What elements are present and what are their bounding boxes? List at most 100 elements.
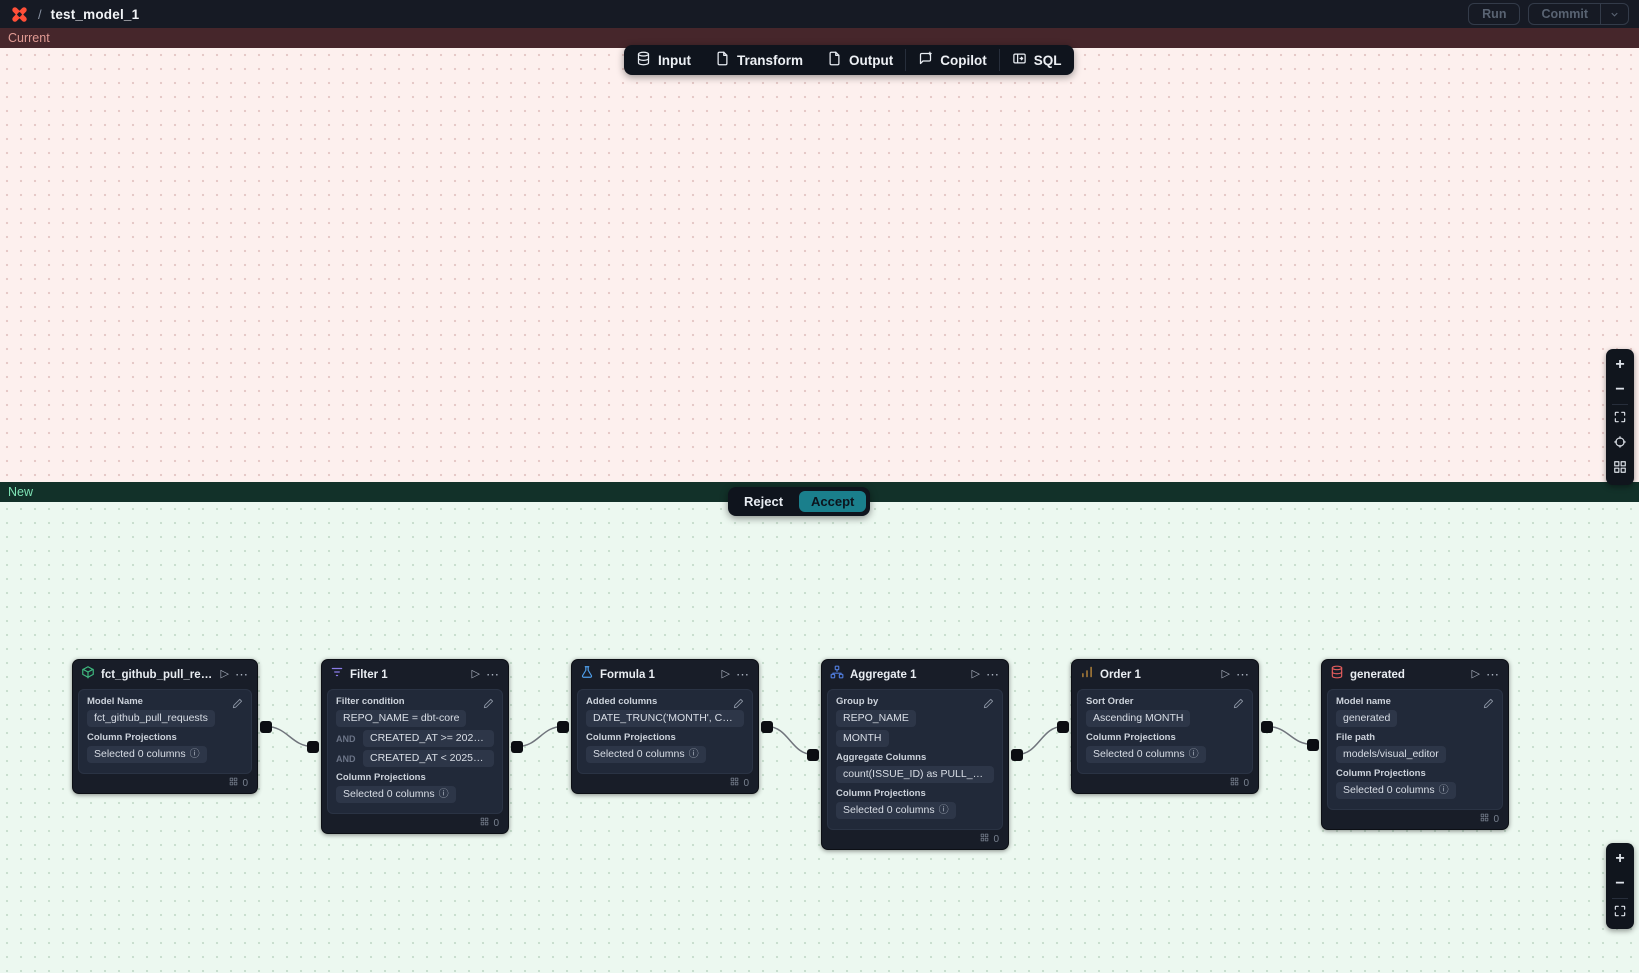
row-count: 0	[1243, 778, 1249, 789]
zoom-out-button[interactable]: −	[1606, 871, 1634, 896]
current-canvas[interactable]	[0, 48, 1639, 482]
value-chip[interactable]: MONTH	[836, 730, 889, 747]
zoom-in-button[interactable]: +	[1606, 846, 1634, 871]
edit-pencil-icon[interactable]	[1233, 696, 1244, 714]
value-chip[interactable]: Selected 0 columnsⓘ	[836, 802, 956, 819]
input-handle[interactable]	[1307, 739, 1319, 751]
order-icon	[1080, 665, 1094, 684]
chip-row: Ascending MONTH	[1086, 710, 1244, 727]
value-chip[interactable]: models/visual_editor	[1336, 746, 1446, 763]
node-menu-icon[interactable]: ⋯	[736, 668, 750, 681]
commit-split-button: Commit	[1528, 3, 1629, 25]
input-handle[interactable]	[307, 741, 319, 753]
info-icon[interactable]: ⓘ	[190, 749, 200, 760]
topbar-actions: Run Commit	[1468, 3, 1629, 25]
condition-operator-label: AND	[336, 754, 358, 764]
chip-row: MONTH	[836, 730, 994, 747]
value-chip[interactable]: Selected 0 columnsⓘ	[1336, 782, 1456, 799]
chip-row: REPO_NAME = dbt-core	[336, 710, 494, 727]
value-chip[interactable]: Ascending MONTH	[1086, 710, 1190, 727]
value-chip[interactable]: DATE_TRUNC('MONTH', CREATED_AT…	[586, 710, 744, 727]
value-chip[interactable]: REPO_NAME = dbt-core	[336, 710, 466, 727]
node-menu-icon[interactable]: ⋯	[486, 668, 500, 681]
input-handle[interactable]	[807, 749, 819, 761]
value-chip[interactable]: Selected 0 columnsⓘ	[586, 746, 706, 763]
fit-view-button[interactable]	[1606, 407, 1634, 432]
value-chip[interactable]: Selected 0 columnsⓘ	[1086, 746, 1206, 763]
node-card-order-1[interactable]: Order 1▷⋯Sort OrderAscending MONTHColumn…	[1071, 659, 1259, 794]
fit-view-icon	[1613, 904, 1627, 923]
node-run-icon[interactable]: ▷	[472, 669, 480, 680]
toolbar-item-output[interactable]: Output	[815, 45, 905, 75]
chip-row: generated	[1336, 710, 1494, 727]
info-icon[interactable]: ⓘ	[1439, 785, 1449, 796]
node-menu-icon[interactable]: ⋯	[1236, 668, 1250, 681]
model-icon	[81, 665, 95, 684]
node-run-icon[interactable]: ▷	[1472, 669, 1480, 680]
output-handle[interactable]	[260, 721, 272, 733]
node-body: Filter conditionREPO_NAME = dbt-coreANDC…	[327, 689, 503, 814]
value-chip[interactable]: count(ISSUE_ID) as PULL_REQUEST_…	[836, 766, 994, 783]
tile-view-button[interactable]	[1606, 457, 1634, 482]
edit-pencil-icon[interactable]	[483, 696, 494, 714]
center-view-button[interactable]	[1606, 432, 1634, 457]
edit-pencil-icon[interactable]	[733, 696, 744, 714]
accept-button[interactable]: Accept	[799, 491, 866, 512]
section-label: Sort Order	[1086, 696, 1244, 708]
node-run-icon[interactable]: ▷	[972, 669, 980, 680]
dbt-logo-icon[interactable]	[10, 5, 29, 24]
node-menu-icon[interactable]: ⋯	[235, 668, 249, 681]
chip-row: REPO_NAME	[836, 710, 994, 727]
node-run-icon[interactable]: ▷	[1222, 669, 1230, 680]
toolbar-item-label: Input	[658, 53, 691, 68]
controls-separator	[1612, 404, 1628, 405]
toolbar-item-sql[interactable]: SQL	[1000, 45, 1074, 75]
node-menu-icon[interactable]: ⋯	[986, 668, 1000, 681]
row-count: 0	[493, 818, 499, 829]
value-chip[interactable]: Selected 0 columnsⓘ	[87, 746, 207, 763]
toolbar-item-input[interactable]: Input	[624, 45, 703, 75]
output-handle[interactable]	[511, 741, 523, 753]
value-chip[interactable]: CREATED_AT < 2025-03-01	[363, 750, 494, 767]
table-grid-icon	[1480, 813, 1489, 825]
zoom-in-button[interactable]: +	[1606, 352, 1634, 377]
node-run-icon[interactable]: ▷	[221, 669, 229, 680]
value-chip[interactable]: Selected 0 columnsⓘ	[336, 786, 456, 803]
node-run-icon[interactable]: ▷	[722, 669, 730, 680]
chip-row: models/visual_editor	[1336, 746, 1494, 763]
commit-button[interactable]: Commit	[1529, 4, 1600, 24]
node-menu-icon[interactable]: ⋯	[1486, 668, 1500, 681]
node-card-generated[interactable]: generated▷⋯Model namegeneratedFile pathm…	[1321, 659, 1509, 830]
run-button[interactable]: Run	[1468, 3, 1520, 25]
commit-dropdown-button[interactable]	[1601, 4, 1628, 24]
edit-pencil-icon[interactable]	[232, 696, 243, 714]
reject-button[interactable]: Reject	[732, 491, 795, 512]
sql-panel-icon	[1012, 51, 1027, 69]
node-card-formula-1[interactable]: Formula 1▷⋯Added columnsDATE_TRUNC('MONT…	[571, 659, 759, 794]
value-chip[interactable]: generated	[1336, 710, 1397, 727]
section-label: Model Name	[87, 696, 243, 708]
current-banner-label: Current	[8, 31, 50, 45]
value-chip[interactable]: fct_github_pull_requests	[87, 710, 215, 727]
input-handle[interactable]	[557, 721, 569, 733]
node-card-fct_github_pull_requests[interactable]: fct_github_pull_requests▷⋯Model Namefct_…	[72, 659, 258, 794]
output-handle[interactable]	[1011, 749, 1023, 761]
edit-pencil-icon[interactable]	[983, 696, 994, 714]
edit-pencil-icon[interactable]	[1483, 696, 1494, 714]
zoom-out-button[interactable]: −	[1606, 377, 1634, 402]
node-card-aggregate-1[interactable]: Aggregate 1▷⋯Group byREPO_NAMEMONTHAggre…	[821, 659, 1009, 850]
input-handle[interactable]	[1057, 721, 1069, 733]
node-card-filter-1[interactable]: Filter 1▷⋯Filter conditionREPO_NAME = db…	[321, 659, 509, 834]
info-icon[interactable]: ⓘ	[689, 749, 699, 760]
info-icon[interactable]: ⓘ	[439, 789, 449, 800]
info-icon[interactable]: ⓘ	[939, 805, 949, 816]
toolbar-item-transform[interactable]: Transform	[703, 45, 815, 75]
output-handle[interactable]	[761, 721, 773, 733]
output-handle[interactable]	[1261, 721, 1273, 733]
fit-view-button[interactable]	[1606, 901, 1634, 926]
info-icon[interactable]: ⓘ	[1189, 749, 1199, 760]
value-chip[interactable]: CREATED_AT >= 2024-12-01	[363, 730, 494, 747]
toolbar-item-copilot[interactable]: Copilot	[906, 45, 999, 75]
filter-icon	[330, 665, 344, 684]
value-chip[interactable]: REPO_NAME	[836, 710, 916, 727]
